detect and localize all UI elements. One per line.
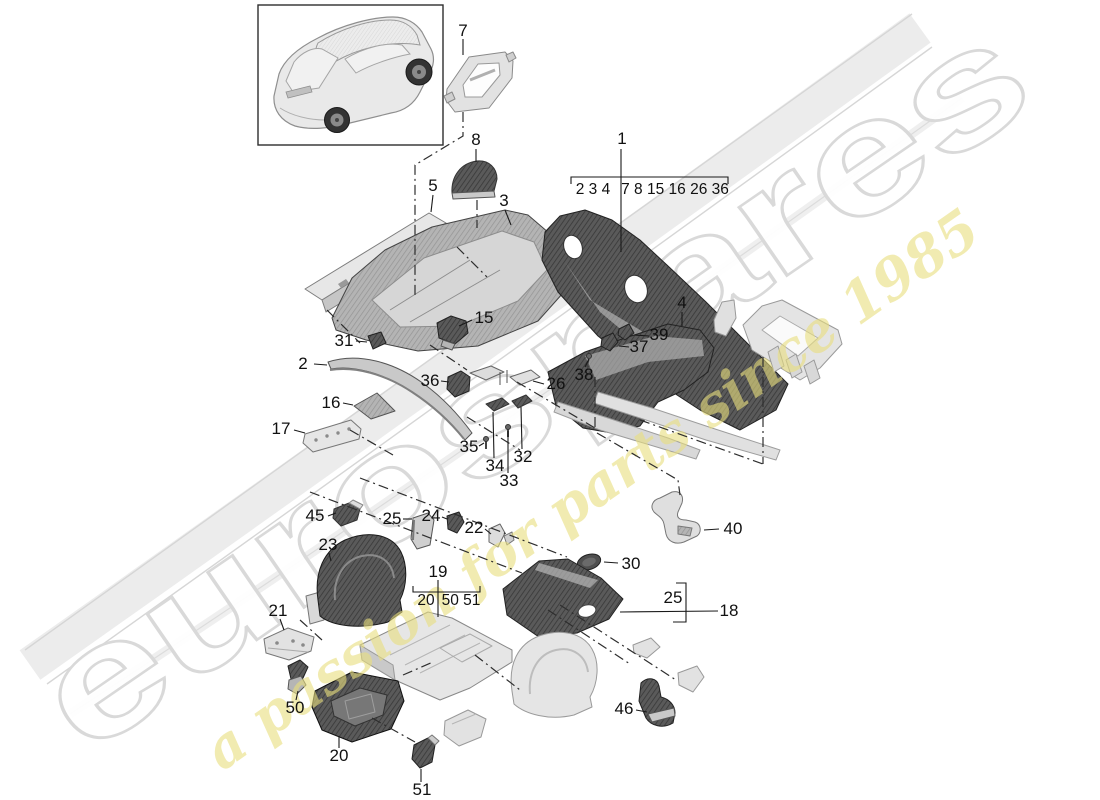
part-34-plate bbox=[485, 397, 510, 412]
callout-45[interactable]: 45 bbox=[305, 506, 325, 526]
part-23-wheel-housing-inner bbox=[305, 534, 407, 627]
callout-24[interactable]: 24 bbox=[421, 506, 441, 526]
part-35-screw bbox=[483, 436, 489, 449]
callout-7[interactable]: 7 bbox=[458, 21, 468, 41]
group-18-bracket bbox=[673, 582, 687, 623]
callout-30[interactable]: 30 bbox=[621, 554, 641, 574]
subframe-carrier bbox=[713, 299, 843, 385]
callout-1[interactable]: 1 bbox=[617, 129, 627, 149]
callout-25-upper[interactable]: 25 bbox=[382, 509, 402, 529]
callout-5[interactable]: 5 bbox=[428, 176, 438, 196]
callout-20[interactable]: 20 bbox=[329, 746, 349, 766]
part-4-floor-section-right bbox=[547, 323, 715, 434]
group-19-bracket bbox=[412, 586, 481, 593]
part-16-gusset bbox=[353, 392, 396, 420]
part-32-plate bbox=[511, 394, 533, 409]
callout-46[interactable]: 46 bbox=[614, 699, 634, 719]
part-39-clip bbox=[617, 323, 635, 341]
part-15-bracket bbox=[436, 315, 469, 351]
callout-26[interactable]: 26 bbox=[546, 374, 566, 394]
callout-18[interactable]: 18 bbox=[719, 601, 739, 621]
callout-15[interactable]: 15 bbox=[474, 308, 494, 328]
part-3-floor-section-left bbox=[331, 209, 564, 352]
part-2-side-member bbox=[327, 357, 473, 441]
part-36-bracket bbox=[446, 370, 471, 398]
part-37-bracket bbox=[600, 332, 619, 352]
group-brackets bbox=[412, 176, 729, 623]
macan-rear-view-icon bbox=[273, 16, 435, 133]
callout-22[interactable]: 22 bbox=[464, 518, 484, 538]
callout-2[interactable]: 2 bbox=[298, 354, 308, 374]
vehicle-thumbnail-box bbox=[257, 4, 444, 146]
callout-23[interactable]: 23 bbox=[318, 535, 338, 555]
part-50-bracket-pair bbox=[287, 659, 309, 695]
part-18-rear-end-panel bbox=[502, 558, 624, 638]
part-17-reinforcement-plate bbox=[302, 419, 362, 453]
underfloor-rails bbox=[553, 391, 781, 461]
part-19-rear-floor-panel bbox=[359, 611, 513, 701]
center-lines bbox=[299, 112, 764, 743]
callout-35[interactable]: 35 bbox=[459, 437, 479, 457]
part-20-spare-wheel-well bbox=[311, 671, 405, 743]
callout-group-19-left[interactable]: 20 bbox=[417, 591, 435, 609]
part-40-retainer-bracket bbox=[651, 491, 701, 544]
callout-17[interactable]: 17 bbox=[271, 419, 291, 439]
callout-33[interactable]: 33 bbox=[499, 471, 519, 491]
callout-50[interactable]: 50 bbox=[285, 698, 305, 718]
callout-51[interactable]: 51 bbox=[412, 780, 432, 800]
callout-16[interactable]: 16 bbox=[321, 393, 341, 413]
callout-38[interactable]: 38 bbox=[574, 365, 594, 385]
callout-3[interactable]: 3 bbox=[499, 191, 509, 211]
callout-8[interactable]: 8 bbox=[471, 130, 481, 150]
center-tunnel-plates bbox=[469, 365, 541, 386]
callout-group-1-row-b[interactable]: 7 8 15 16 26 36 bbox=[621, 180, 729, 198]
part-51-closing-plate bbox=[411, 734, 440, 769]
callout-34[interactable]: 34 bbox=[485, 456, 505, 476]
callout-37[interactable]: 37 bbox=[629, 337, 649, 357]
callout-19[interactable]: 19 bbox=[428, 562, 448, 582]
part-24-bracket bbox=[446, 511, 465, 534]
part-8-wheel-arch-segment bbox=[451, 160, 498, 200]
callout-31[interactable]: 31 bbox=[334, 331, 354, 351]
callout-25-lower[interactable]: 25 bbox=[663, 588, 683, 608]
callout-36[interactable]: 36 bbox=[420, 371, 440, 391]
part-31-clip bbox=[367, 331, 387, 350]
callout-4[interactable]: 4 bbox=[677, 293, 687, 313]
leader-lines bbox=[279, 39, 720, 782]
rear-wheel-housing-outer bbox=[510, 631, 598, 718]
part-22-bracket bbox=[488, 523, 515, 548]
part-30-grommet-plug bbox=[576, 553, 602, 571]
part-7-mount-frame bbox=[443, 51, 517, 113]
small-closing-pieces bbox=[632, 637, 705, 693]
callout-32[interactable]: 32 bbox=[513, 447, 533, 467]
part-25-support-upper bbox=[410, 512, 435, 550]
callout-group-1-row-a[interactable]: 2 3 4 bbox=[575, 180, 611, 198]
callout-21[interactable]: 21 bbox=[268, 601, 288, 621]
part-46-closing-bracket bbox=[638, 678, 676, 727]
group-1-bracket bbox=[570, 176, 729, 184]
part-21-support-bracket bbox=[263, 627, 315, 661]
callout-39[interactable]: 39 bbox=[649, 325, 669, 345]
callout-40[interactable]: 40 bbox=[723, 519, 743, 539]
part-1-rear-floor-assembly bbox=[541, 209, 789, 431]
floor-extension-piece bbox=[443, 709, 487, 747]
callout-group-19-right[interactable]: 50 51 bbox=[441, 591, 481, 609]
